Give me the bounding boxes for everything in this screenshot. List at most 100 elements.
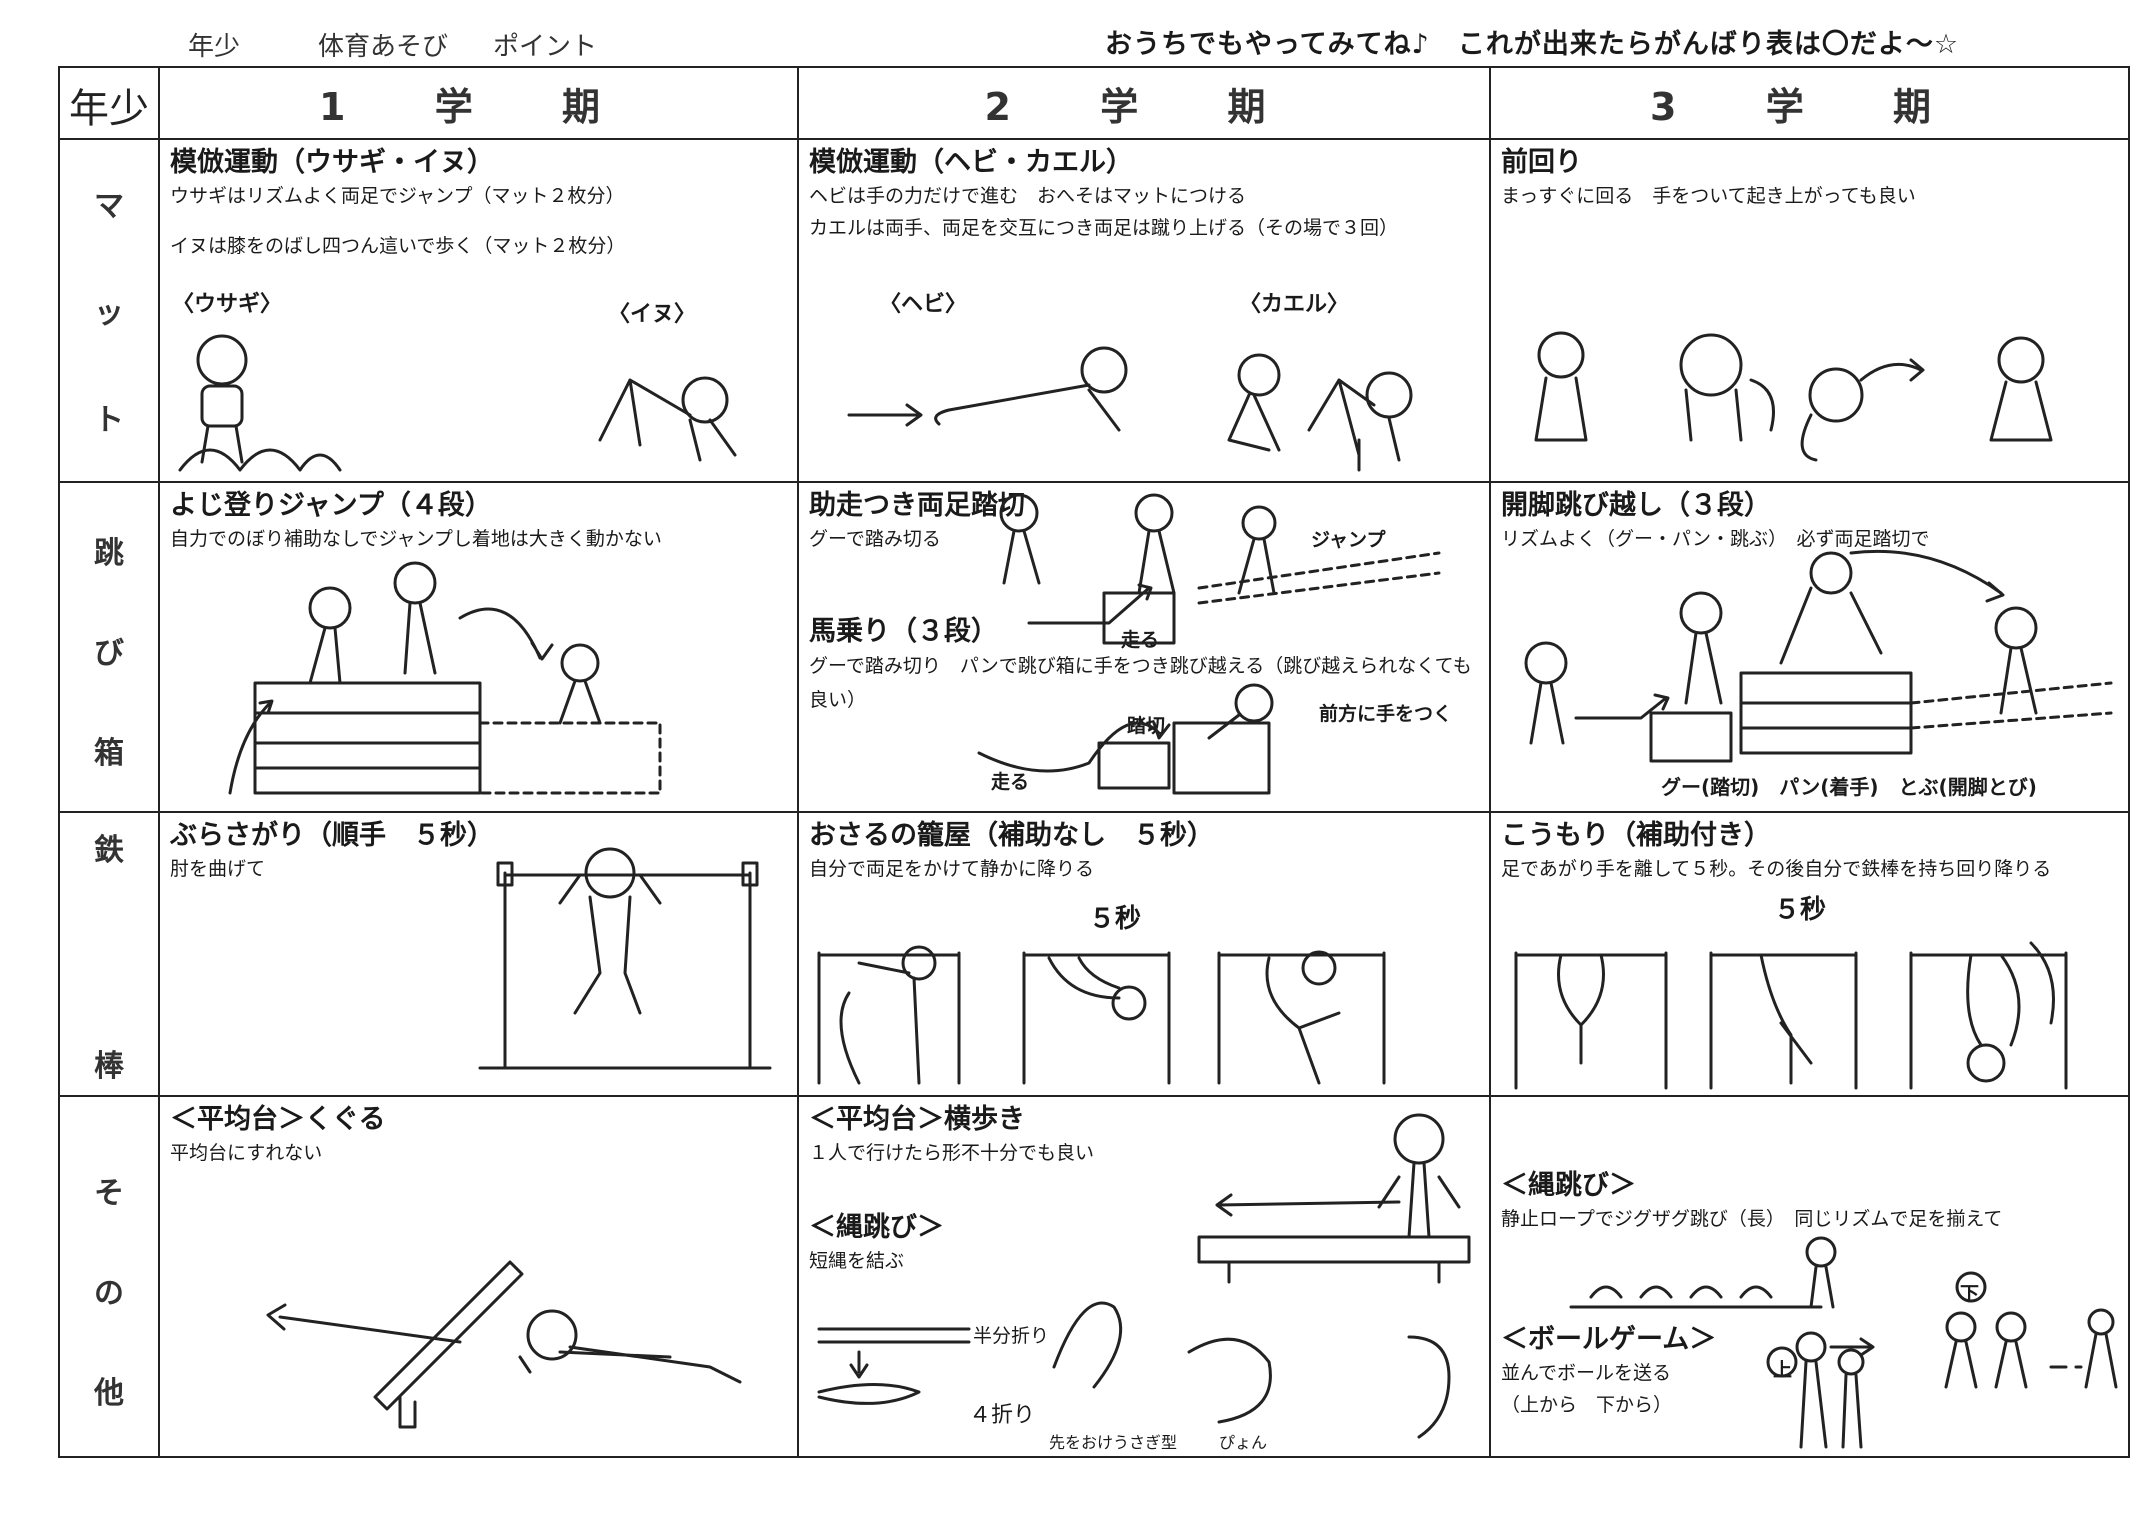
divider: [797, 66, 799, 1458]
handwritten-subject: 体育あそび: [318, 32, 449, 62]
page-slogan: おうちでもやってみてね♪ これが出来たらがんばり表は〇だよ～☆: [1105, 29, 1960, 60]
activity-description: 肘を曲げて: [170, 858, 266, 880]
rabbit-dog-illustration: [178, 334, 737, 472]
activity-description: リズムよく（グー・パン・跳ぶ） 必ず両足踏切で: [1501, 528, 1930, 550]
row-label-char: そ: [94, 1176, 124, 1211]
activity-title: おさるの籠屋（補助なし ５秒）: [809, 820, 1214, 851]
illustration-label: 〈ヘビ〉: [879, 292, 968, 317]
divider: [58, 481, 2130, 483]
activity-description: 並んでボールを送る: [1501, 1362, 1672, 1384]
activity-description: まっすぐに回る 手をついて起き上がっても良い: [1501, 185, 1916, 207]
divider: [158, 66, 160, 1458]
activity-title: 馬乗り（３段）: [809, 616, 998, 647]
activity-title: よじ登りジャンプ（４段）: [170, 490, 492, 521]
activity-title: 前回り: [1501, 147, 1582, 178]
activity-description: 短縄を結ぶ: [809, 1250, 905, 1272]
illustration-label: 先をおけうさぎ型: [1049, 1433, 1178, 1452]
cell-other-term1: ＜平均台＞くぐる 平均台にすれない: [160, 1097, 797, 1456]
divider: [1489, 66, 1491, 1458]
row-label-char: 他: [94, 1376, 124, 1411]
zigzag-ball-game-illustration: [1569, 1236, 2118, 1449]
activity-description: 自力でのぼり補助なしでジャンプし着地は大きく動かない: [170, 528, 662, 550]
straddle-vault-illustration: [1524, 549, 2113, 763]
term-1-header: 1 学 期: [319, 84, 638, 129]
activity-description: （上から 下から）: [1501, 1394, 1673, 1416]
balance-beam-crawl-illustration: [266, 1260, 742, 1429]
bat-hang-illustration: [1514, 941, 2068, 1090]
cell-other-term2: ＜平均台＞横歩き １人で行けたら形不十分でも良い ＜縄跳び＞ 短縄を結ぶ 半分折…: [799, 1097, 1489, 1456]
forward-roll-illustration: [1534, 331, 2053, 462]
divider: [58, 1095, 2130, 1097]
illustration-label: 半分折り: [973, 1325, 1050, 1347]
activity-description: 静止ロープでジグザグ跳び（長） 同じリズムで足を揃えて: [1501, 1208, 2003, 1230]
activity-description: カエルは両手、両足を交互につき両足は蹴り上げる（その場で３回）: [809, 217, 1399, 239]
activity-title: ＜縄跳び＞: [809, 1212, 944, 1243]
illustration-label: ジャンプ: [1311, 529, 1386, 551]
cell-mat-term2: 模倣運動（ヘビ・カエル） ヘビは手の力だけで進む おへそはマットにつける カエル…: [799, 140, 1489, 481]
climb-jump-illustration: [228, 561, 662, 795]
row-label-other: そ の 他: [60, 1140, 158, 1440]
row-label-char: ト: [94, 402, 124, 438]
illustration-label: 〈イヌ〉: [608, 302, 697, 327]
divider: [58, 138, 2130, 140]
snake-frog-illustration: [847, 346, 1413, 472]
row-label-char: 跳: [94, 536, 124, 571]
cell-bar-term1: ぶらさがり（順手 ５秒） 肘を曲げて: [160, 813, 797, 1095]
activity-description: １人で行けたら形不十分でも良い: [809, 1142, 1095, 1164]
run-up-jump-illustration: [977, 493, 1441, 795]
illustration-label: ぴょん: [1219, 1433, 1268, 1452]
cell-mat-term1: 模倣運動（ウサギ・イヌ） ウサギはリズムよく両足でジャンプ（マット２枚分） イヌ…: [160, 140, 797, 481]
cell-box-term1: よじ登りジャンプ（４段） 自力でのぼり補助なしでジャンプし着地は大きく動かない: [160, 483, 797, 811]
illustration-label: 前方に手をつく: [1319, 703, 1453, 725]
activity-title: ＜平均台＞くぐる: [170, 1104, 386, 1135]
cell-bar-term3: こうもり（補助付き） 足であがり手を離して５秒。その後自分で鉄棒を持ち回り降りる…: [1491, 813, 2128, 1095]
activity-description: グーで踏み切り パンで跳び箱に手をつき跳び越える（跳び越えられなくても良い）: [809, 655, 1472, 711]
activity-title: ＜平均台＞横歩き: [809, 1104, 1025, 1135]
row-label-char: 箱: [94, 736, 124, 771]
monkey-basket-illustration: [817, 945, 1386, 1085]
activity-description: グーで踏み切る: [809, 528, 941, 550]
illustration-label: グー(踏切) パン(着手) とぶ(開脚とび): [1661, 775, 2037, 799]
activity-title: 模倣運動（ヘビ・カエル）: [809, 147, 1133, 178]
row-label-char: 鉄: [94, 833, 124, 868]
cell-other-term3: ＜縄跳び＞ 静止ロープでジグザグ跳び（長） 同じリズムで足を揃えて ＜ボールゲー…: [1491, 1097, 2128, 1456]
cell-bar-term2: おさるの籠屋（補助なし ５秒） 自分で両足をかけて静かに降りる ５秒: [799, 813, 1489, 1095]
activity-title: ＜ボールゲーム＞: [1501, 1324, 1717, 1355]
activity-title: こうもり（補助付き）: [1501, 820, 1771, 851]
activity-title: 開脚跳び越し（３段）: [1501, 490, 1771, 521]
handwritten-grade: 年少: [188, 32, 241, 62]
row-label-vaulting-box: 跳 び 箱: [60, 500, 158, 800]
illustration-label: 〈ウサギ〉: [172, 292, 283, 317]
illustration-label: ４折り: [969, 1403, 1036, 1428]
illustration-label: ５秒: [1089, 904, 1142, 934]
illustration-label: 走る: [1121, 629, 1160, 651]
row-label-char: マ: [94, 189, 124, 225]
schedule-table: [58, 66, 2130, 1458]
activity-description: イヌは膝をのばし四つん這いで歩く（マット２枚分）: [170, 235, 626, 257]
row-label-char: び: [94, 636, 124, 671]
term-2-header: 2 学 期: [984, 84, 1304, 129]
handwritten-point: ポイント: [493, 32, 598, 62]
term-3-header: 3 学 期: [1650, 84, 1969, 129]
row-label-mat: マ ッ ト: [60, 150, 158, 470]
row-label-char: ッ: [94, 295, 124, 331]
row-label-iron-bar: 鉄 棒: [60, 825, 158, 1085]
activity-description: ウサギはリズムよく両足でジャンプ（マット２枚分）: [170, 185, 625, 207]
activity-description: 自分で両足をかけて静かに降りる: [809, 858, 1095, 880]
activity-title: ぶらさがり（順手 ５秒）: [170, 820, 494, 851]
cell-mat-term3: 前回り まっすぐに回る 手をついて起き上がっても良い: [1491, 140, 2128, 481]
table-corner-grade: 年少: [69, 86, 149, 132]
illustration-label: ５秒: [1774, 895, 1827, 925]
cell-box-term2: 助走つき両足踏切 グーで踏み切る 馬乗り（３段） グーで踏み切り パンで跳び箱に…: [799, 483, 1489, 811]
activity-description: 平均台にすれない: [170, 1142, 323, 1164]
activity-title: 模倣運動（ウサギ・イヌ）: [170, 147, 494, 178]
activity-description: ヘビは手の力だけで進む おへそはマットにつける: [809, 185, 1247, 207]
row-label-char: の: [94, 1276, 124, 1311]
illustration-label: 〈カエル〉: [1239, 292, 1350, 317]
activity-description: 足であがり手を離して５秒。その後自分で鉄棒を持ち回り降りる: [1501, 858, 2052, 880]
divider: [58, 811, 2130, 813]
activity-title: 助走つき両足踏切: [809, 490, 1025, 521]
cell-box-term3: 開脚跳び越し（３段） リズムよく（グー・パン・跳ぶ） 必ず両足踏切で グー(踏切…: [1491, 483, 2128, 811]
row-label-char: 棒: [94, 1049, 124, 1084]
hanging-illustration: [478, 847, 772, 1070]
